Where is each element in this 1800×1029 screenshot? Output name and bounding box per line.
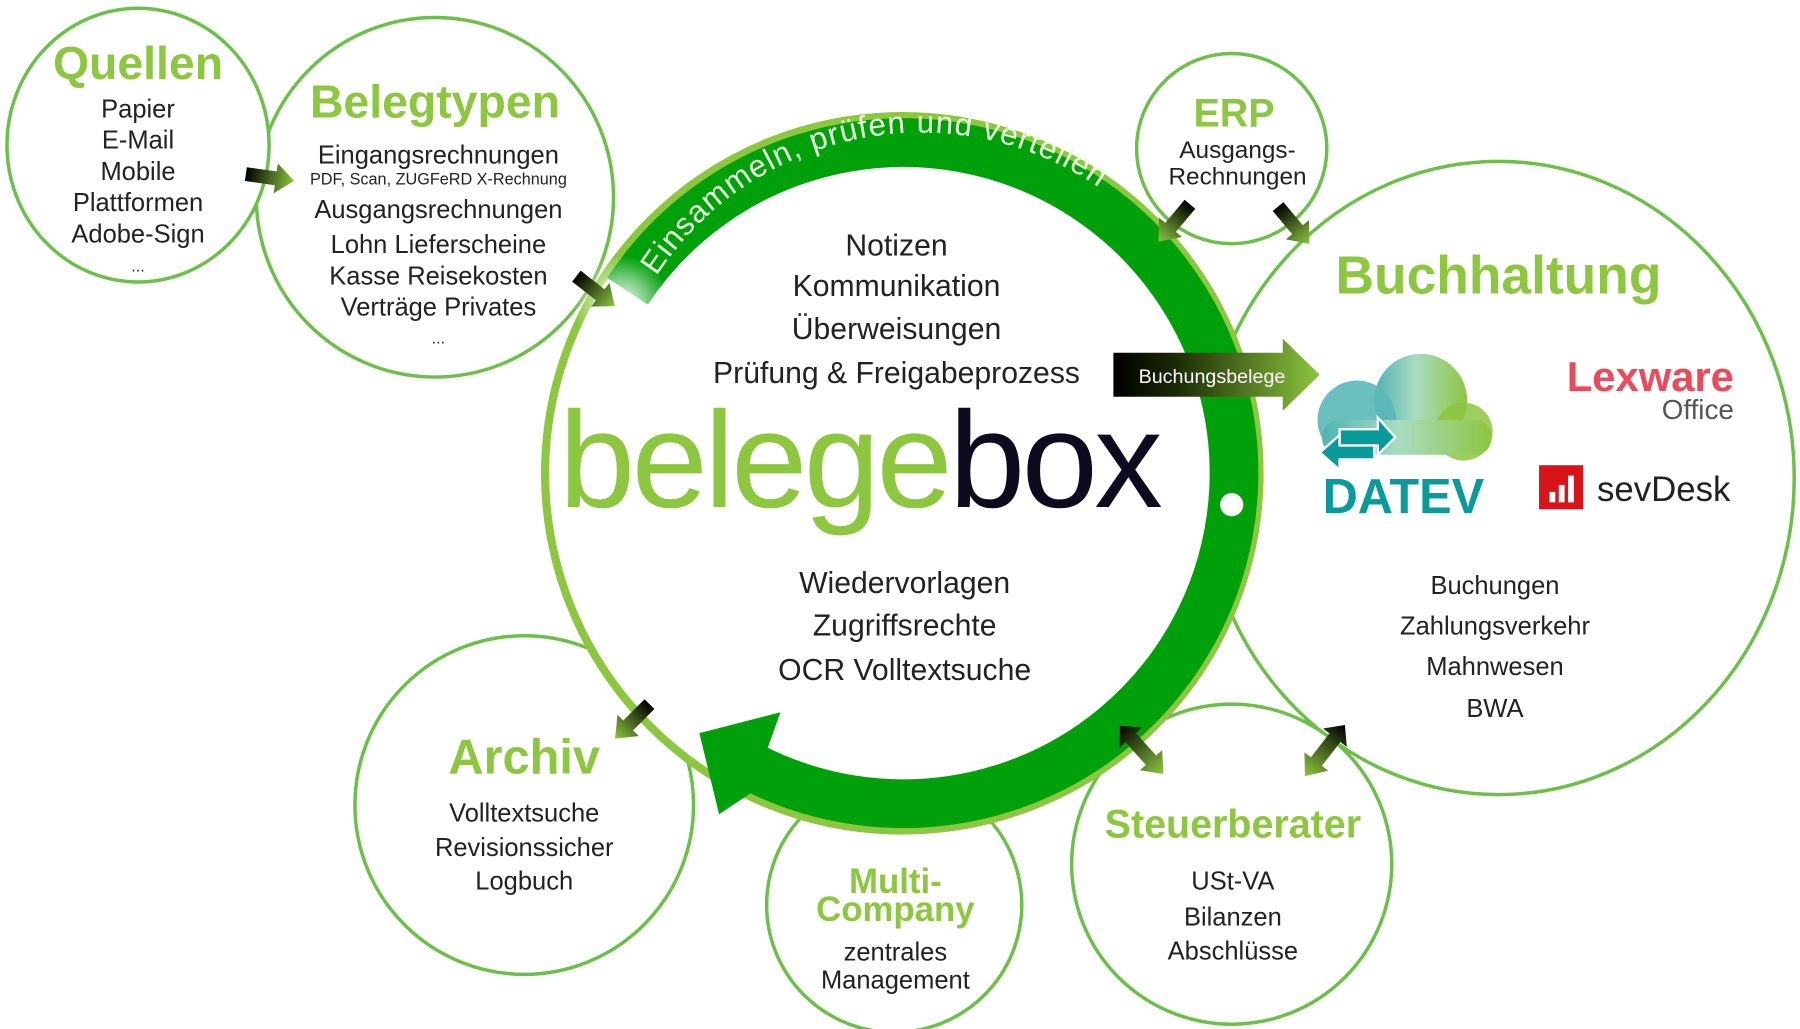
steuerberater-item: Abschlüsse [1168,937,1298,965]
steuerberater-item: Bilanzen [1184,904,1282,932]
multi-company-item: zentrales [844,938,947,966]
buchhaltung-item: Zahlungsverkehr [1400,613,1590,641]
buchhaltung-item: Buchungen [1430,572,1559,600]
steuerberater-title: Steuerberater [1105,803,1361,847]
steuerberater-outline [1069,702,1394,1026]
belegtypen-circle: Belegtypen Eingangsrechnungen PDF, Scan,… [254,15,616,379]
lexware-office-text: Office [1662,394,1734,425]
quellen-item: Adobe-Sign [71,221,204,249]
lexware-text: Lexware [1567,353,1734,400]
quellen-item: Plattformen [73,189,203,217]
archiv-item: Volltextsuche [449,799,599,827]
multi-company-item: Management [821,966,970,994]
arrow-right-icon [244,163,295,194]
sevdesk-text-b: Desk [1651,471,1731,509]
belegtypen-item: Eingangsrechnungen [318,142,559,170]
logo-dot [1220,493,1244,517]
belegtypen-item: Lohn Lieferscheine [331,231,547,259]
quellen-outline [5,6,271,284]
process-arrowhead [699,712,781,815]
buchhaltung-item: BWA [1466,695,1523,723]
archiv-outline [353,633,696,977]
belegtypen-item: Kasse Reisekosten [329,262,547,290]
main-top-item: Kommunikation [793,270,1001,303]
arrow-down-right-icon [572,270,615,307]
belegtypen-item: Ausgangsrechnungen [314,196,562,224]
sevdesk-text-a: sev [1597,471,1652,509]
buchhaltung-item: Mahnwesen [1426,653,1564,681]
quellen-item: ... [131,258,145,276]
logo-belege: belege [559,384,949,537]
quellen-item: Papier [101,95,175,123]
arrow-down-left-icon [615,699,655,739]
arrow-down-left-icon [1158,199,1196,242]
belegebox-main-circle: Einsammeln, prüfen und verteilen Notizen… [541,104,1264,835]
main-bottom-item: Wiedervorlagen [799,567,1010,600]
steuerberater-item: USt-VA [1191,868,1274,896]
belegtypen-title: Belegtypen [310,75,560,127]
archiv-title: Archiv [448,731,600,785]
sevdesk-text: sevDesk [1597,471,1731,509]
belegtypen-item-sub: PDF, Scan, ZUGFeRD X-Rechnung [310,171,567,189]
double-arrow-icon [1119,725,1164,774]
double-arrow-icon [1304,724,1347,777]
main-ring [541,112,1264,835]
erp-title: ERP [1193,92,1274,136]
buchhaltung-title: Buchhaltung [1335,247,1661,306]
erp-item: Ausgangs- [1179,137,1295,164]
main-top-item: Überweisungen [792,313,1001,346]
datev-logo: DATEV [1317,353,1493,524]
buchungsbelege-arrow: Buchungsbelege [1113,338,1320,411]
datev-text: DATEV [1323,470,1485,524]
erp-item: Rechnungen [1168,164,1306,191]
flow-arrow-shape [1113,338,1320,411]
archiv-circle: Archiv Volltextsuche Revisionssicher Log… [353,633,696,977]
main-bottom-item: OCR Volltextsuche [778,654,1031,687]
multi-company-title-1: Multi- [849,863,942,901]
sevdesk-logo: sevDesk [1539,465,1731,510]
exchange-arrows-icon [1318,414,1397,473]
quellen-circle: Quellen Papier E-Mail Mobile Plattformen… [5,6,271,284]
erp-circle: ERP Ausgangs- Rechnungen [1134,51,1329,246]
bar-chart-icon [1539,465,1584,510]
multi-company-circle: Multi- Company zentrales Management [764,775,1024,1029]
buchhaltung-content: Buchhaltung DATEV Lexware Office [1317,247,1734,723]
multi-company-title-2: Company [816,891,975,929]
flow-arrow-label: Buchungsbelege [1139,366,1286,388]
belegtypen-item: ... [432,329,446,347]
belegebox-logo: belegebox [559,384,1161,537]
arrow-down-right-icon [1272,202,1310,244]
arc-start-glow [572,255,671,353]
main-top-item: Prüfung & Freigabeprozess [713,357,1080,390]
main-bottom-item: Zugriffsrechte [813,610,997,643]
archiv-item: Revisionssicher [435,834,614,862]
logo-box: box [949,384,1161,537]
steuerberater-circle: Steuerberater USt-VA Bilanzen Abschlüsse [1069,702,1394,1026]
quellen-item: Mobile [100,158,175,186]
belegtypen-item: Verträge Privates [341,294,537,322]
main-top-item: Notizen [845,229,947,262]
erp-outline [1134,51,1329,246]
quellen-title: Quellen [53,37,223,89]
archiv-item: Logbuch [475,868,573,896]
quellen-item: E-Mail [102,127,174,155]
lexware-logo: Lexware Office [1567,353,1734,425]
